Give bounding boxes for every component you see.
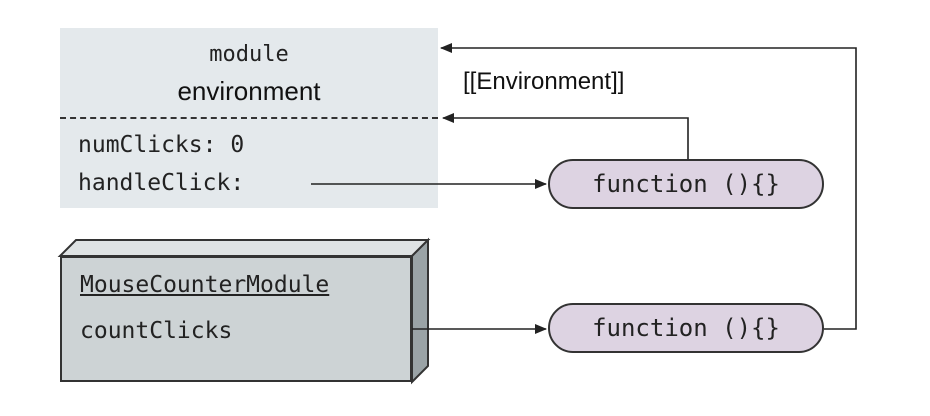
environment-title-environment: environment [177,76,321,106]
module-environment-box: module environment numClicks: 0 handleCl… [60,28,438,208]
function-handleclick-pill: function (){} [548,159,824,209]
environment-link-label: [[Environment]] [463,68,625,95]
module-name: MouseCounterModule [80,272,330,298]
module-box-top-face [57,239,431,257]
variable-handleclick: handleClick: [78,170,245,196]
module-box-side-face [411,237,429,385]
arrow-function1-environment [442,113,689,159]
environment-title-module: module [209,42,289,67]
arrow-function2-environment [440,43,857,330]
environment-divider [60,117,438,119]
mouse-counter-module-box: MouseCounterModule countClicks [60,256,412,382]
function-countclicks-pill: function (){} [548,303,824,353]
variable-numclicks: numClicks: 0 [78,132,245,158]
module-property-countclicks: countClicks [80,318,233,344]
